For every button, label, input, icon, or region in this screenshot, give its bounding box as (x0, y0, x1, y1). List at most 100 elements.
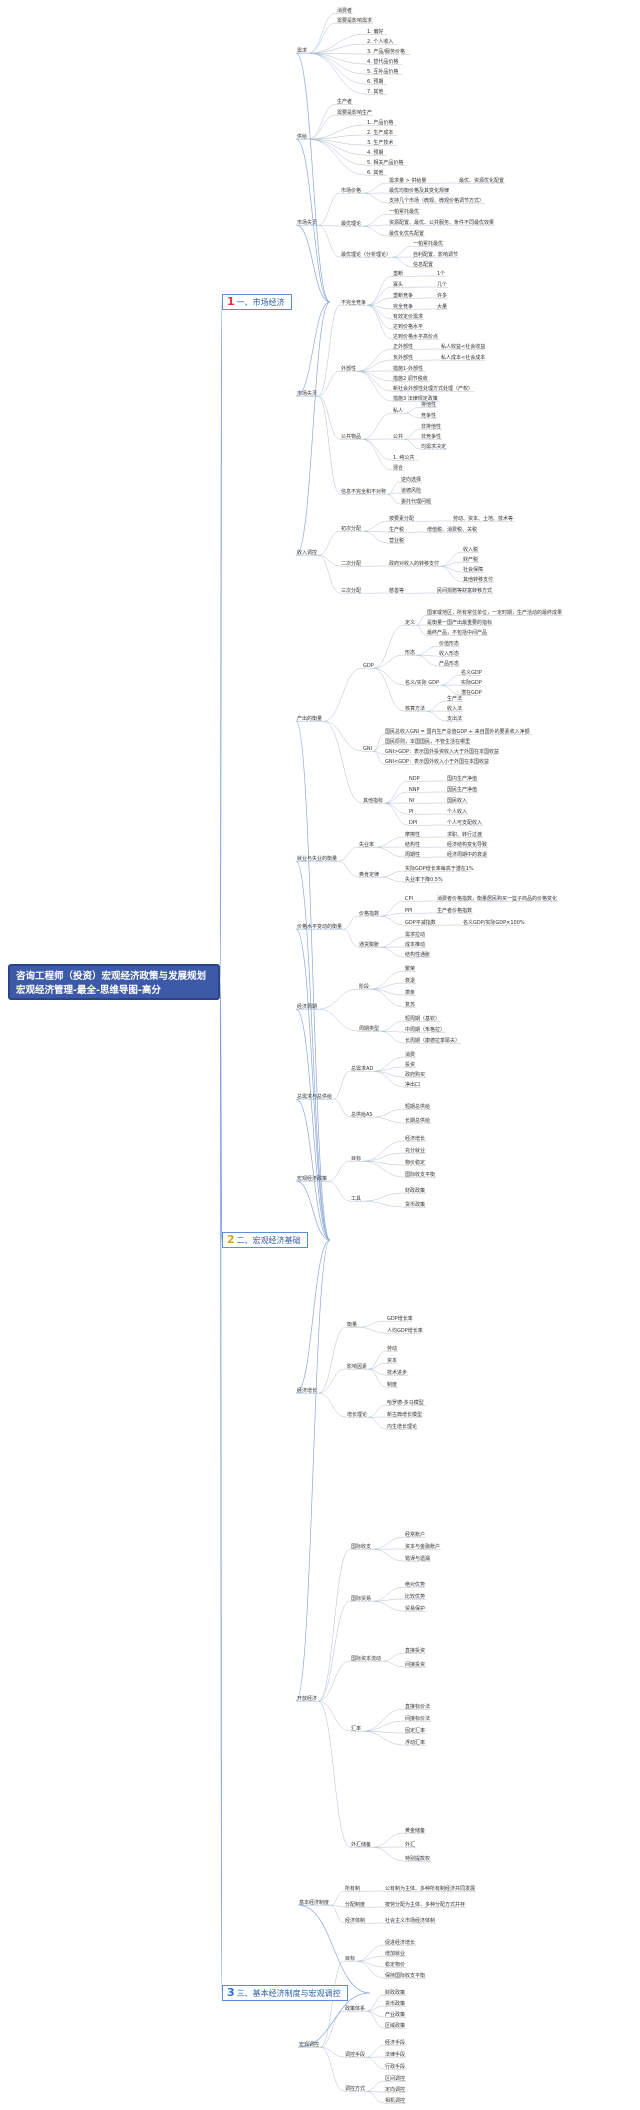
mind-map-node[interactable]: 慈善等 (389, 587, 404, 594)
mind-map-node[interactable]: 间接标价法 (405, 1715, 430, 1722)
mind-map-node[interactable]: 收入形态 (439, 650, 459, 657)
mind-map-node[interactable]: 复苏 (405, 1001, 415, 1008)
mind-map-node[interactable]: 需求拉动 (405, 931, 425, 938)
mind-map-node[interactable]: 2. 生产成本 (367, 129, 393, 136)
mind-map-node[interactable]: 调控方式 (345, 2085, 365, 2092)
mind-map-node[interactable]: 不完全竞争 (341, 299, 366, 306)
mind-map-node[interactable]: 措施2 调节税收 (393, 375, 428, 382)
mind-map-node[interactable]: 供给 (297, 133, 307, 140)
mind-map-node[interactable]: 民间捐赠等财富转移方式 (437, 587, 492, 594)
mind-map-node[interactable]: 国际资本流动 (351, 1655, 381, 1662)
mind-map-node[interactable]: 最优理论（分析理论） (341, 251, 391, 258)
mind-map-node[interactable]: 劳动 (387, 1345, 397, 1352)
mind-map-node[interactable]: 求职、转行过渡 (447, 831, 482, 838)
mind-map-node[interactable]: 区域政策 (385, 2022, 405, 2029)
mind-map-node[interactable]: 国际收支 (351, 1543, 371, 1550)
mind-map-node[interactable]: 物价稳定 (405, 1159, 425, 1166)
mind-map-node[interactable]: 促进经济增长 (385, 1939, 415, 1946)
mind-map-node[interactable]: 达到价格水平高价点 (393, 333, 438, 340)
mind-map-node[interactable]: 外汇 (405, 1841, 415, 1848)
mind-map-node[interactable]: 经常账户 (405, 1531, 425, 1538)
mind-map-node[interactable]: 通货膨胀 (359, 941, 379, 948)
mind-map-node[interactable]: 资本 (387, 1357, 397, 1364)
mind-map-node[interactable]: 错误与遗漏 (405, 1555, 430, 1562)
mind-map-node[interactable]: 社会主义市场经济体制 (385, 1917, 435, 1924)
mind-map-node[interactable]: 哈罗德-多马模型 (387, 1399, 424, 1406)
mind-map-node[interactable]: 需求量 > 供给量 (389, 177, 426, 184)
mind-map-node[interactable]: 财政政策 (385, 1989, 405, 1996)
mind-map-node[interactable]: 几个 (437, 282, 447, 288)
mind-map-node[interactable]: 间接投资 (405, 1661, 425, 1668)
mind-map-node[interactable]: 投资 (405, 1061, 415, 1068)
mind-map-node[interactable]: 是衡量一国产出最重要的指标 (427, 619, 492, 626)
mind-map-node[interactable]: 消费 (405, 1051, 415, 1058)
mind-map-node[interactable]: 结构性 (405, 841, 420, 848)
mind-map-node[interactable]: 相机调控 (385, 2097, 405, 2104)
mind-map-node[interactable]: 繁荣 (405, 965, 415, 972)
mind-map-node[interactable]: 信息不完全和不对称 (341, 488, 386, 495)
mind-map-node[interactable]: 市场失灵 (297, 390, 317, 397)
mind-map-node[interactable]: 负外部性 (393, 354, 413, 361)
mind-map-node[interactable]: 信息配置 (413, 261, 433, 268)
mind-map-node[interactable]: 宏观经济政策 (297, 1175, 327, 1182)
mind-map-node[interactable]: 财产税 (463, 556, 478, 563)
mind-map-node[interactable]: 许多 (437, 292, 447, 299)
mind-map-node[interactable]: NI (409, 798, 414, 804)
mind-map-node[interactable]: 基本经济制度 (299, 1899, 329, 1906)
mind-map-node[interactable]: 按劳分配为主体、多种分配方式并存 (385, 1901, 465, 1908)
mind-map-node[interactable]: 萧条 (405, 989, 415, 996)
mind-map-node[interactable]: 增值税、消费税、关税 (427, 526, 477, 533)
mind-map-node[interactable]: 汇率 (351, 1725, 361, 1732)
mind-map-node[interactable]: 国民生产净值 (447, 786, 477, 793)
mind-map-node[interactable]: 逆向选择 (401, 476, 421, 483)
mind-map-node[interactable]: 黄金储备 (405, 1827, 425, 1834)
mind-map-node[interactable]: 摩擦性 (405, 831, 420, 838)
mind-map-node[interactable]: 支持几个市场（微观、微观价格调节方式） (389, 197, 484, 204)
mind-map-node[interactable]: 国家或地区，所有常住单位，一定时期，生产活动的最终成果 (427, 609, 562, 616)
mind-map-node[interactable]: 价值形态 (439, 640, 459, 647)
mind-map-node[interactable]: 产业政策 (385, 2011, 405, 2018)
mind-map-node[interactable]: 经济增长 (405, 1135, 425, 1142)
mind-map-node[interactable]: 4. 替代品价格 (367, 58, 398, 65)
mind-map-node[interactable]: 短期总供给 (405, 1103, 430, 1110)
mind-map-node[interactable]: 定向调控 (385, 2086, 405, 2093)
mind-map-node[interactable]: 经济增长 (297, 1387, 317, 1394)
mind-map-node[interactable]: 私人 (393, 407, 403, 414)
mind-map-node[interactable]: 直接标价法 (405, 1703, 430, 1710)
mind-map-node[interactable]: 区间调控 (385, 2075, 405, 2082)
mind-map-node[interactable]: 价格指数 (359, 910, 379, 917)
mind-map-node[interactable]: 名义GDP (461, 669, 482, 676)
mind-map-node[interactable]: 资源配置、最优、公共服务、条件不同最优效果 (389, 219, 494, 226)
mind-map-node[interactable]: 2. 个人收入 (367, 38, 393, 45)
mind-map-node[interactable]: 正外部性 (393, 343, 413, 350)
mind-map-node[interactable]: 失业率下降0.5% (405, 876, 443, 883)
mind-map-node[interactable]: 生产法 (447, 695, 462, 702)
mind-map-node[interactable]: 衰退 (405, 977, 415, 984)
mind-map-node[interactable]: 行政手段 (385, 2063, 405, 2070)
mind-map-node[interactable]: 失业率 (359, 841, 374, 848)
mind-map-node[interactable]: 5. 相关产品价格 (367, 159, 403, 166)
mind-map-node[interactable]: 浮动汇率 (405, 1739, 425, 1746)
mind-map-node[interactable]: 6. 预期 (367, 78, 383, 85)
mind-map-node[interactable]: 经济结构变化导致 (447, 841, 487, 848)
mind-map-node[interactable]: 最优理论 (341, 220, 361, 227)
mind-map-node[interactable]: 最终产品，不包括中间产品 (427, 629, 487, 636)
mind-map-node[interactable]: 市场价格 (341, 187, 361, 194)
mind-map-node[interactable]: 经济周期中的衰退 (447, 851, 487, 858)
mind-map-node[interactable]: CPI (405, 896, 413, 902)
mind-map-node[interactable]: 短周期（基钦） (405, 1015, 440, 1022)
mind-map-node[interactable]: 道德风险 (401, 487, 421, 494)
mind-map-node[interactable]: 增加就业 (385, 1950, 405, 1957)
mind-map-node[interactable]: 实际GDP (461, 679, 482, 686)
mind-map-node[interactable]: 需要是影响生产 (337, 109, 372, 116)
mind-map-node[interactable]: 个人收入 (447, 808, 467, 815)
mind-map-node[interactable]: 目标 (345, 1955, 355, 1962)
mind-map-node[interactable]: 最优、资源优化配置 (459, 177, 504, 184)
mind-map-node[interactable]: 收入法 (447, 705, 462, 712)
mind-map-node[interactable]: 奥肯定律 (359, 871, 379, 878)
mind-map-node[interactable]: 有效定价需求 (393, 313, 423, 320)
mind-map-node[interactable]: 国际贸易 (351, 1595, 371, 1602)
